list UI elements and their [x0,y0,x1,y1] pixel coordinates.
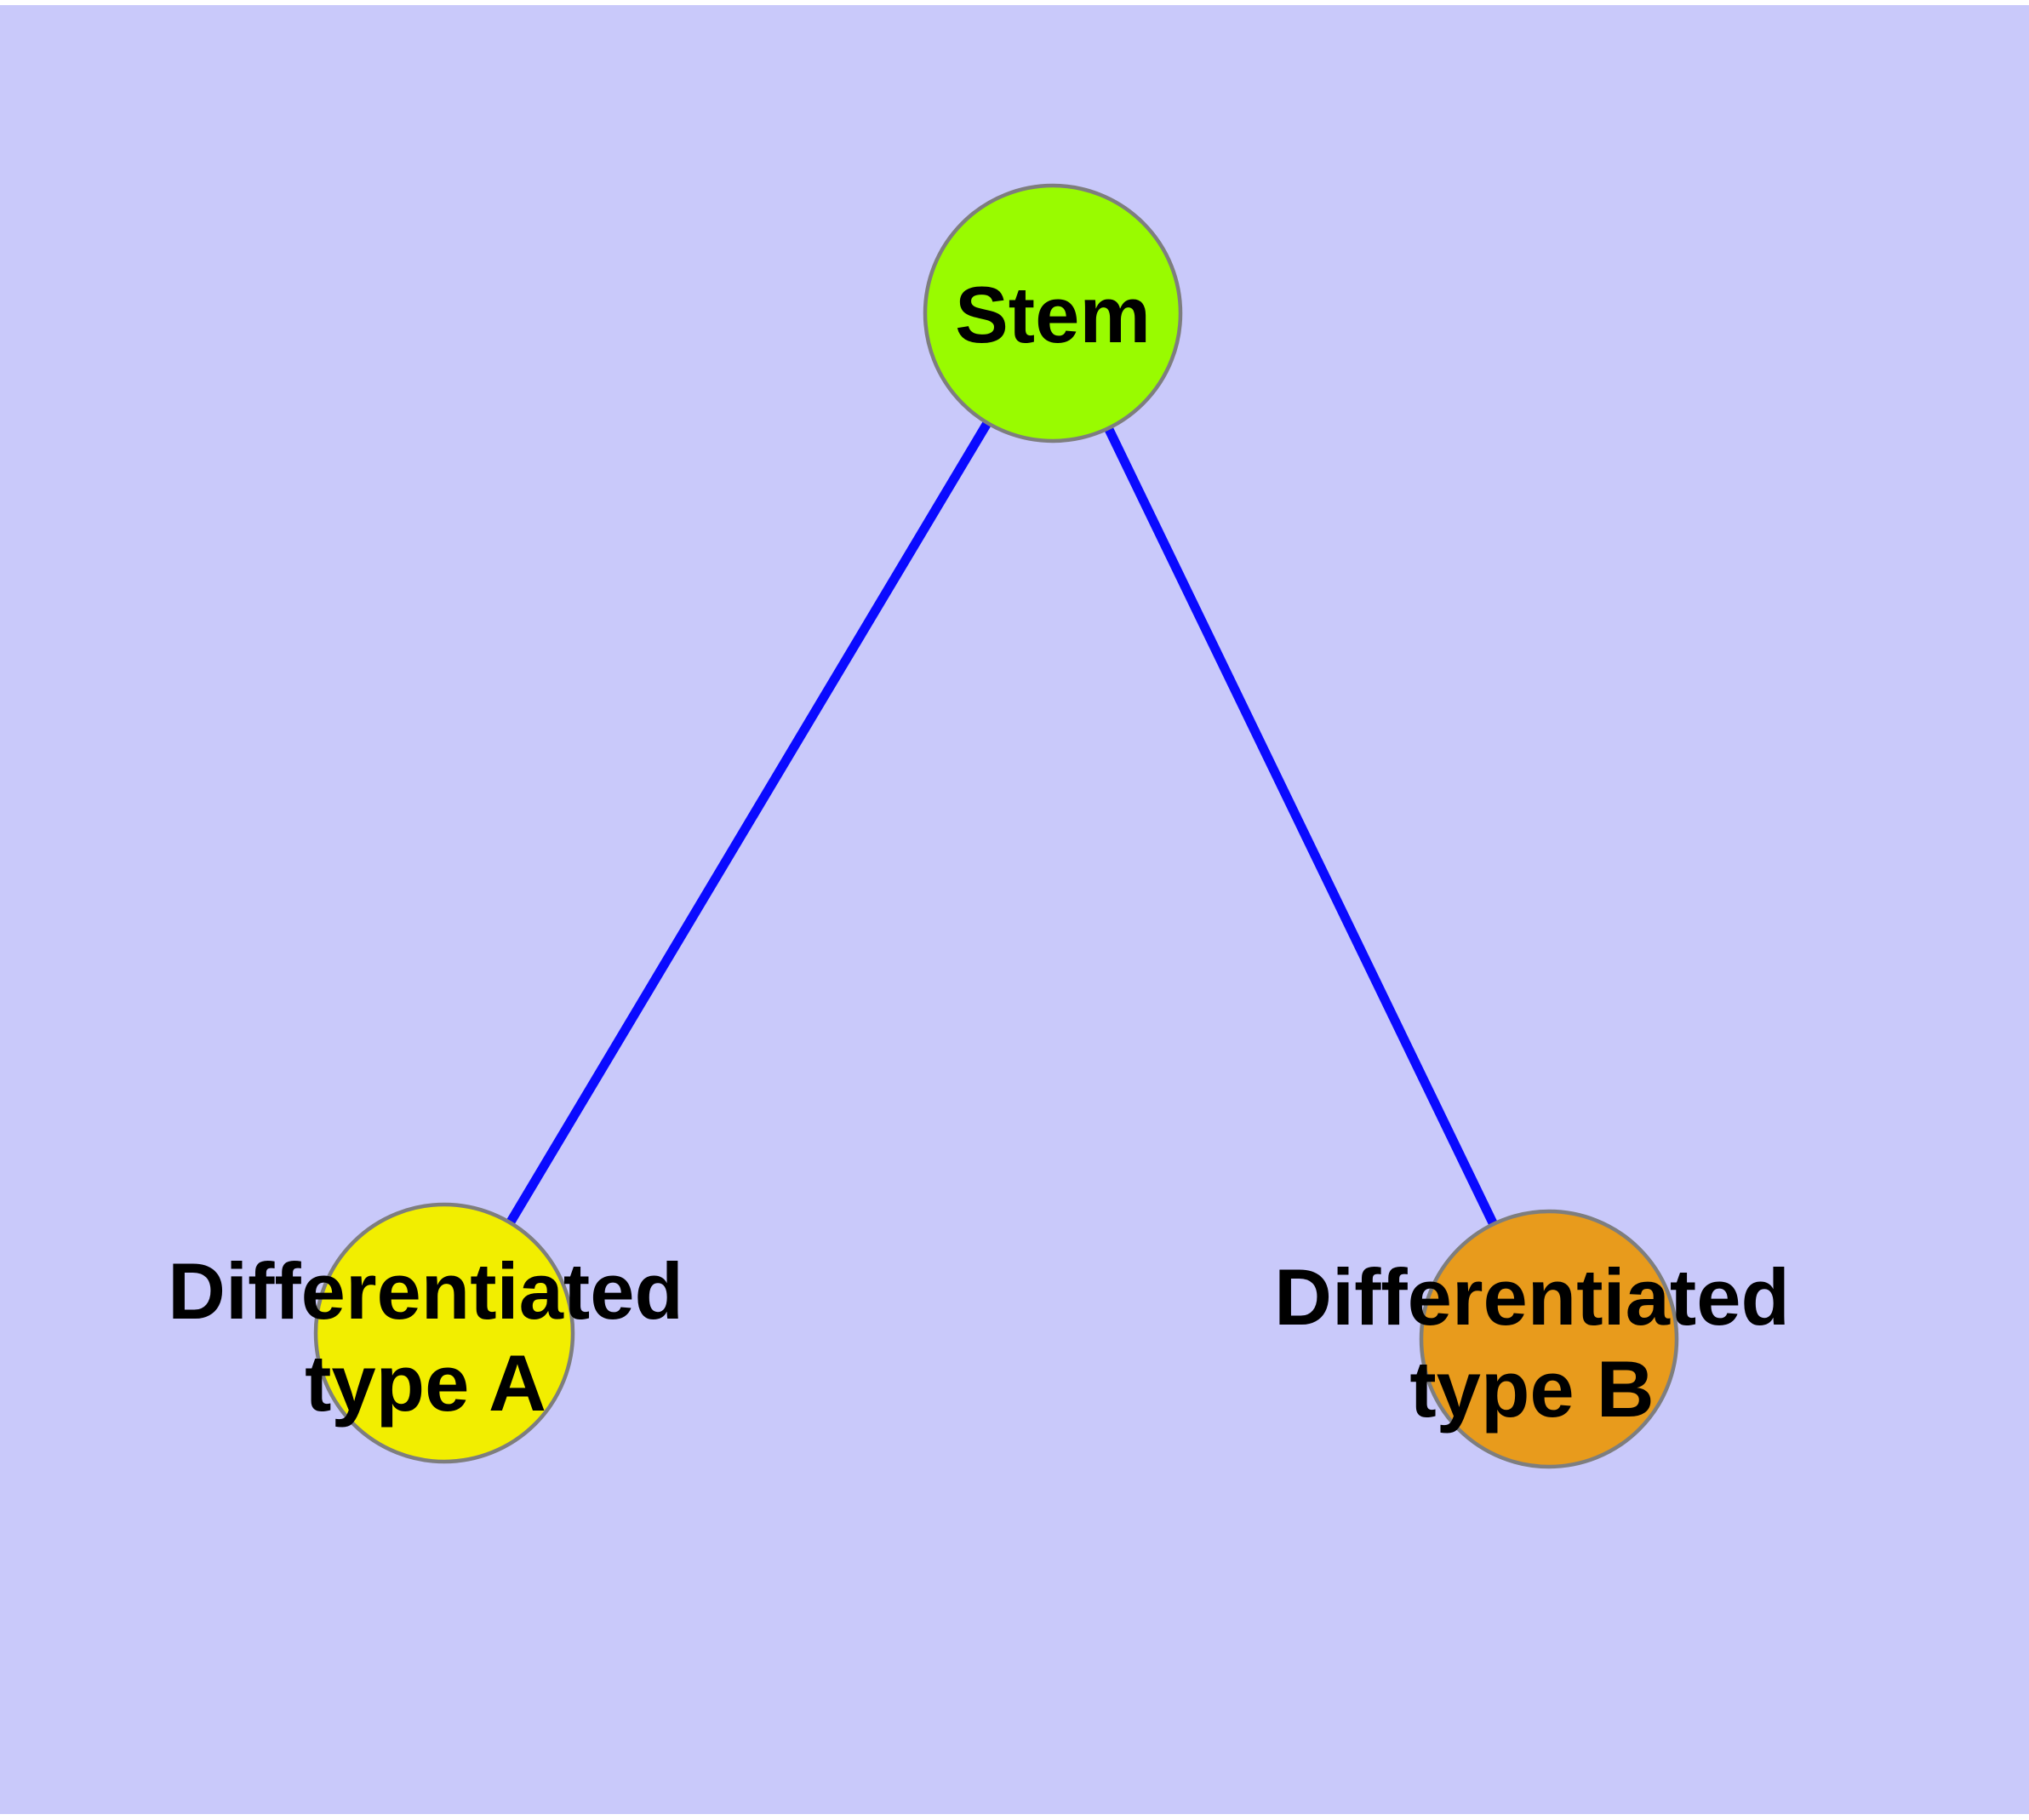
node-type-a-label-line2: type A [305,1338,546,1428]
edge-stem-to-type-a [440,311,1057,1336]
node-stem-circle [923,183,1183,444]
node-stem-label: Stem [955,270,1151,359]
node-type-a-circle [313,1202,575,1464]
node-type-b-label-line1: Differentiated [1274,1252,1790,1342]
edge-stem-to-type-b [1049,311,1553,1342]
node-type-a-label-line1: Differentiated [168,1246,683,1336]
node-type-b-label-line2: type B [1409,1344,1654,1434]
node-type-b-circle [1419,1209,1679,1469]
